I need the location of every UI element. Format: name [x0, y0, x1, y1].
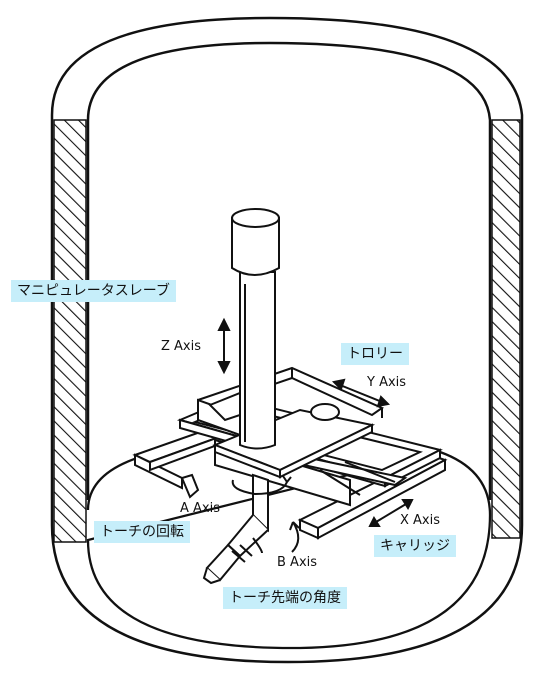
- z-axis-label: Z Axis: [161, 339, 201, 354]
- right-wall-hatch: [491, 119, 521, 539]
- torch: [202, 473, 269, 585]
- callout-manipulator-slave: マニピュレータスレーブ: [11, 280, 176, 302]
- vessel-inner-wall: [86, 41, 492, 500]
- left-wall-hatch: [53, 119, 87, 543]
- vessel-outer-wall: [50, 16, 524, 664]
- motion-arrows: [217, 317, 414, 527]
- callout-carriage: キャリッジ: [374, 535, 456, 557]
- y-axis-arrow: [339, 384, 383, 403]
- callout-torch-rotation: トーチの回転: [94, 521, 190, 543]
- callout-trolley: トロリー: [341, 343, 409, 365]
- vessel: [50, 16, 524, 664]
- rotation-arrows: [231, 475, 300, 554]
- b-axis-label: B Axis: [277, 555, 317, 570]
- x-axis-arrow: [375, 503, 407, 523]
- x-axis-label: X Axis: [400, 513, 440, 528]
- manipulator-mast: [231, 208, 280, 450]
- a-axis-label: A Axis: [180, 501, 220, 516]
- y-axis-label: Y Axis: [366, 375, 406, 390]
- callout-torch-tip-angle: トーチ先端の角度: [223, 587, 347, 609]
